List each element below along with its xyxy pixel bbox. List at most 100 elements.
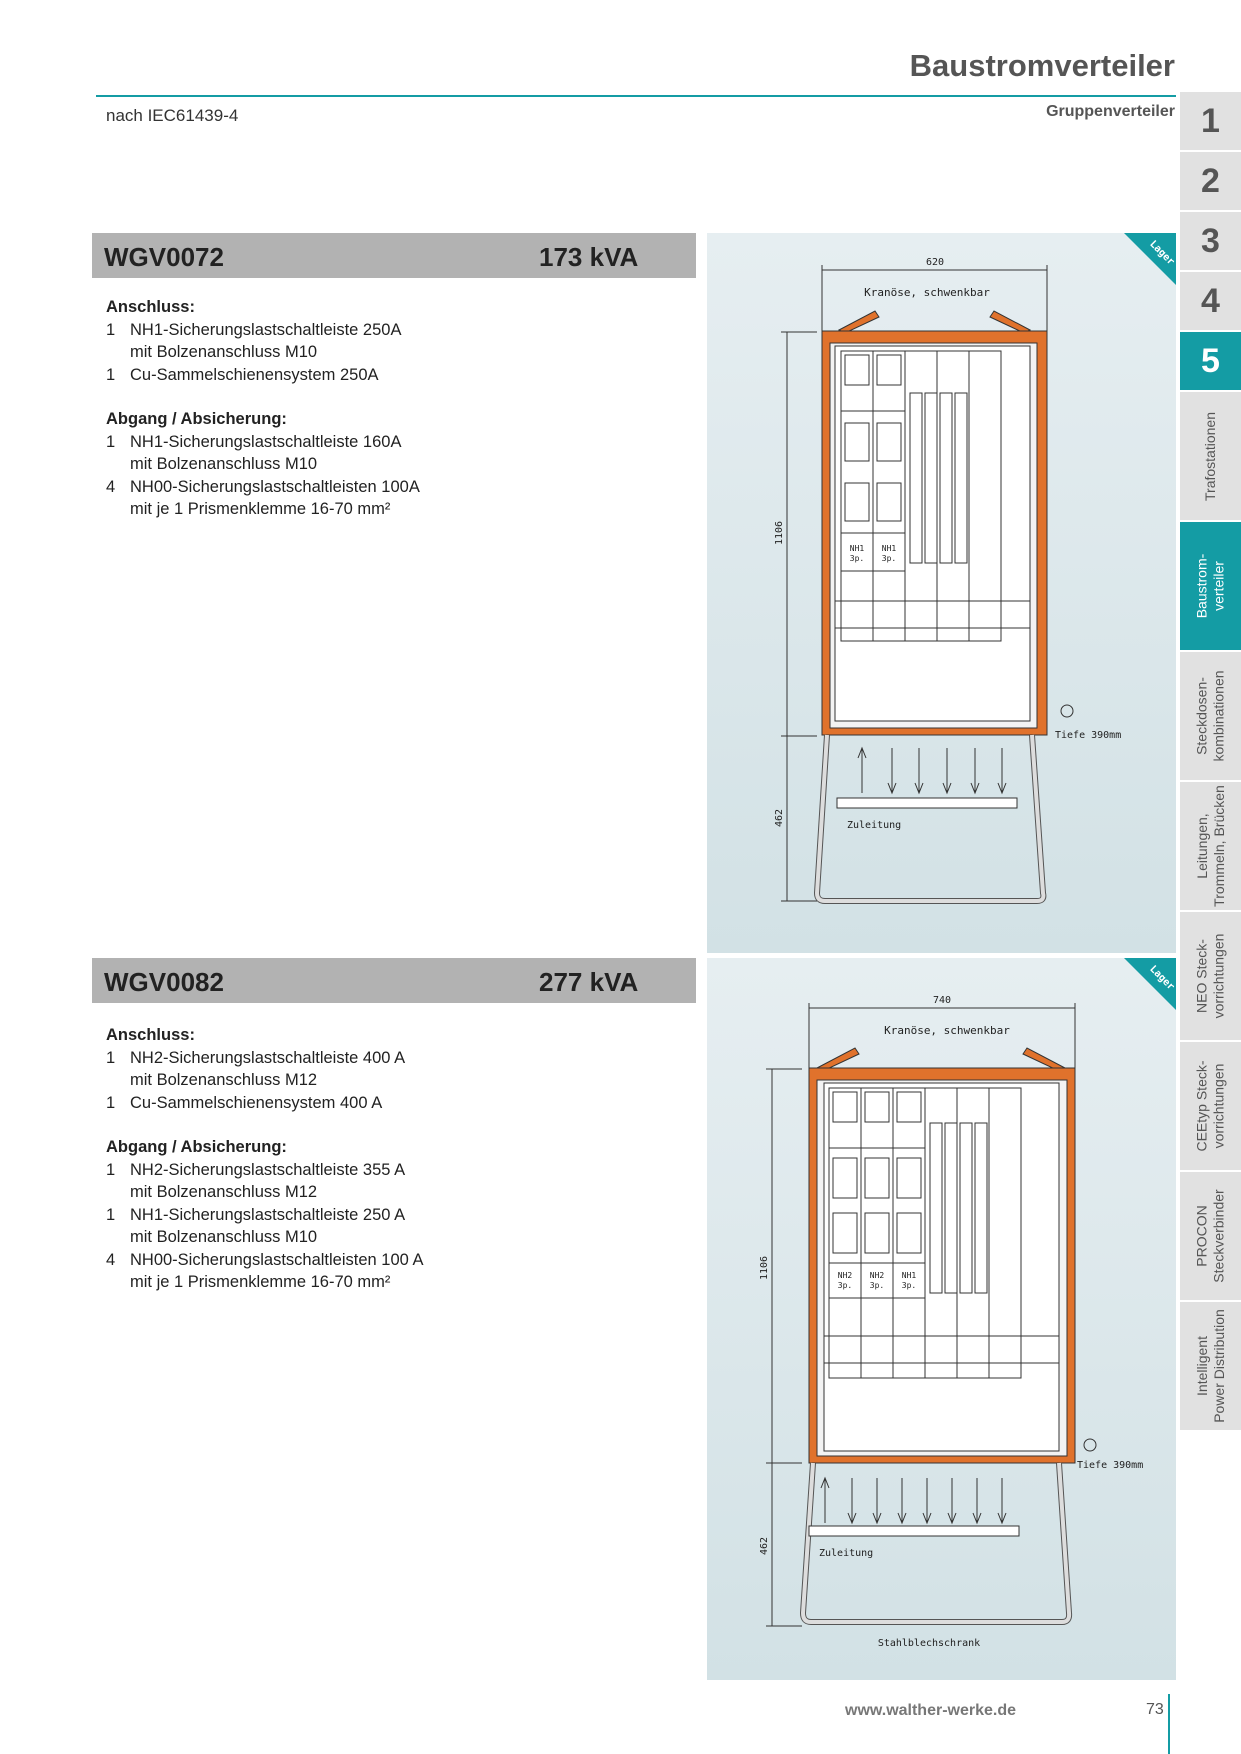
tab-label: PROCON <box>1193 1205 1210 1267</box>
product-power: 173 kVA <box>539 242 639 272</box>
tab-label: Steckdosen- <box>1193 677 1210 755</box>
dim-base: 462 <box>759 1537 770 1555</box>
footer-url: www.walther-werke.de <box>845 1702 1017 1719</box>
dim-width: 620 <box>926 257 944 268</box>
spec-text: mit Bolzenanschluss M12 <box>130 1183 318 1201</box>
tab-4[interactable]: 4 <box>1180 272 1241 332</box>
label-kranoese: Kranöse, schwenkbar <box>884 1024 1010 1037</box>
page-number: 73 <box>1146 1701 1164 1718</box>
tab-label: Baustrom- <box>1193 553 1210 619</box>
spec-text: NH1-Sicherungslastschaltleiste 250 A <box>130 1205 406 1224</box>
abgang-heading: Abgang / Absicherung: <box>106 1138 287 1156</box>
spec-text: NH1-Sicherungslastschaltleiste 250A <box>130 320 402 339</box>
tab-label: kombinationen <box>1210 670 1227 762</box>
spec-text: Cu-Sammelschienensystem 250A <box>130 365 379 384</box>
label-stahlblechschrank: Stahlblechschrank <box>878 1638 980 1649</box>
nh-label: NH1 <box>902 1271 917 1280</box>
spec-qty: 4 <box>106 1250 116 1269</box>
label-tiefe: Tiefe 390mm <box>1077 1460 1143 1471</box>
tab-label: CEEtyp Steck- <box>1193 1060 1210 1152</box>
nh-label: NH2 <box>838 1271 853 1280</box>
nh-sub: 3p. <box>882 554 896 563</box>
spec-text: mit Bolzenanschluss M12 <box>130 1071 318 1089</box>
label-kranoese: Kranöse, schwenkbar <box>864 286 990 299</box>
tab-1[interactable]: 1 <box>1180 92 1241 152</box>
nh-sub: 3p. <box>870 1281 884 1290</box>
cabinet-drawing: 740 1106 462 Kranöse, schwenkbar <box>759 995 1143 1649</box>
label-zuleitung: Zuleitung <box>819 1548 873 1559</box>
tab-label: Power Distribution <box>1210 1309 1227 1423</box>
product-header-wgv0072: WGV0072 173 kVA <box>92 233 696 278</box>
tab-ceetyp-steckvorrichtungen[interactable]: CEEtyp Steck-vorrichtungen <box>1180 1042 1241 1172</box>
spec-item: 1 Cu-Sammelschienensystem 250A <box>106 364 420 387</box>
product-power: 277 kVA <box>539 967 639 997</box>
tab-label: Trommeln, Brücken <box>1210 785 1227 907</box>
tab-baustromverteiler[interactable]: Baustrom-verteiler <box>1180 522 1241 652</box>
tab-steckdosenkombinationen[interactable]: Steckdosen-kombinationen <box>1180 652 1241 782</box>
spec-qty: 1 <box>106 1048 116 1067</box>
spec-item: 1 NH1-Sicherungslastschaltleiste 250 A mit… <box>106 1204 424 1249</box>
nh-label: NH1 <box>882 544 897 553</box>
spec-text: mit je 1 Prismenklemme 16-70 mm² <box>130 1273 391 1291</box>
technical-drawing-wgv0082: Lager 740 1106 462 Kranöse, schwenkbar <box>707 958 1176 1680</box>
standard-label: nach IEC61439-4 <box>106 106 239 125</box>
anschluss-heading: Anschluss: <box>106 1026 195 1044</box>
lager-badge-icon: Lager <box>1124 233 1176 285</box>
tab-label: NEO Steck- <box>1193 939 1210 1013</box>
spec-qty: 1 <box>106 320 116 339</box>
tab-3[interactable]: 3 <box>1180 212 1241 272</box>
tab-label: Leitungen, <box>1193 813 1210 879</box>
tab-2[interactable]: 2 <box>1180 152 1241 212</box>
nh-label: NH2 <box>870 1271 885 1280</box>
product-header-wgv0082: WGV0082 277 kVA <box>92 958 696 1003</box>
spec-qty: 1 <box>106 1205 116 1224</box>
spec-qty: 1 <box>106 365 116 384</box>
tab-trafostationen[interactable]: Trafostationen <box>1180 392 1241 522</box>
anschluss-heading: Anschluss: <box>106 298 195 316</box>
tab-leitungen[interactable]: Leitungen,Trommeln, Brücken <box>1180 782 1241 912</box>
spec-text: NH00-Sicherungslastschaltleisten 100 A <box>130 1250 424 1269</box>
tab-label: vorrichtungen <box>1210 933 1227 1019</box>
nh-label: NH1 <box>850 544 865 553</box>
spec-item: 4 NH00-Sicherungslastschaltleisten 100 A m… <box>106 1249 424 1294</box>
chapter-tabs: 1 2 3 4 5 Trafostationen Baustrom-vertei… <box>1180 92 1241 1432</box>
spec-text: NH1-Sicherungslastschaltleiste 160A <box>130 432 402 451</box>
tab-label: verteiler <box>1210 561 1227 611</box>
spec-item: 1 NH1-Sicherungslastschaltleiste 250A mit … <box>106 319 420 364</box>
product-code: WGV0082 <box>104 967 224 997</box>
lager-badge-icon: Lager <box>1124 958 1176 1010</box>
spec-qty: 1 <box>106 432 116 451</box>
spec-text: mit Bolzenanschluss M10 <box>130 1228 318 1246</box>
spec-item: 1 NH1-Sicherungslastschaltleiste 160A mit … <box>106 431 420 476</box>
tab-neo-steckvorrichtungen[interactable]: NEO Steck-vorrichtungen <box>1180 912 1241 1042</box>
dim-height: 1106 <box>774 521 785 545</box>
spec-qty: 1 <box>106 1093 116 1112</box>
spec-text: mit Bolzenanschluss M10 <box>130 343 318 361</box>
section-subtitle: Gruppenverteiler <box>1046 103 1175 120</box>
spec-qty: 4 <box>106 477 116 496</box>
dim-base: 462 <box>774 809 785 827</box>
dim-width: 740 <box>933 995 951 1006</box>
spec-text: mit Bolzenanschluss M10 <box>130 455 318 473</box>
spec-text: NH2-Sicherungslastschaltleiste 355 A <box>130 1160 406 1179</box>
dim-height: 1106 <box>759 1256 770 1280</box>
nh-sub: 3p. <box>850 554 864 563</box>
tab-5[interactable]: 5 <box>1180 332 1241 392</box>
tab-label: vorrichtungen <box>1210 1063 1227 1149</box>
product-code: WGV0072 <box>104 242 224 272</box>
tab-label: Steckverbinder <box>1210 1189 1227 1283</box>
abgang-heading: Abgang / Absicherung: <box>106 410 287 428</box>
page-title: Baustromverteiler <box>909 48 1175 83</box>
nh-sub: 3p. <box>838 1281 852 1290</box>
technical-drawing-wgv0072: Lager 620 1106 462 Kranöse, schwenkbar <box>707 233 1176 953</box>
footer-divider <box>1168 1694 1170 1754</box>
spec-text: NH00-Sicherungslastschaltleisten 100A <box>130 477 420 496</box>
tab-label: Intelligent <box>1193 1336 1210 1396</box>
